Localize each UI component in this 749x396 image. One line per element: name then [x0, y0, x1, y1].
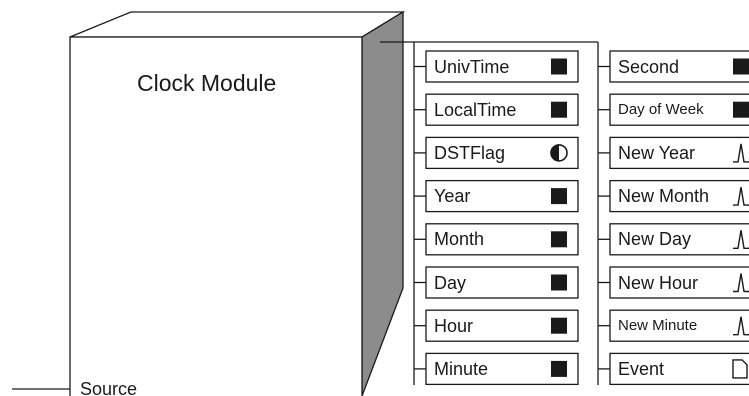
- output-port-box: [609, 93, 749, 126]
- output-port-label: Month: [434, 229, 485, 250]
- output-port-label: New Minute: [618, 316, 698, 334]
- output-port-box: [609, 352, 749, 386]
- module-front-face: [69, 36, 363, 396]
- output-port-label: Hour: [434, 315, 474, 336]
- output-port-box: [609, 266, 749, 299]
- pulse-icon: [733, 273, 749, 293]
- source-input-label: Source: [80, 379, 138, 396]
- half-circle-icon: [550, 144, 568, 162]
- module-title: Clock Module: [137, 70, 277, 96]
- output-port-box: [609, 50, 749, 83]
- output-port-label: New Year: [618, 142, 696, 163]
- output-port-label: Event: [618, 358, 665, 379]
- module-side-face: [361, 10, 404, 396]
- pulse-icon: [733, 143, 749, 163]
- square-icon: [551, 317, 567, 334]
- module-top-face: [69, 11, 406, 38]
- square-icon: [733, 101, 749, 118]
- square-icon: [551, 188, 567, 205]
- output-port-label: Year: [434, 186, 471, 207]
- output-port-box: [609, 136, 749, 170]
- square-icon: [551, 231, 567, 248]
- output-port-label: Day: [434, 272, 467, 293]
- square-icon: [733, 58, 749, 75]
- output-port-label: New Day: [618, 229, 692, 250]
- output-port-label: Day of Week: [618, 100, 704, 118]
- output-port-label: Minute: [434, 358, 489, 379]
- document-icon: [732, 359, 748, 379]
- output-port-label: DSTFlag: [434, 142, 506, 163]
- square-icon: [551, 360, 567, 377]
- output-port-label: New Month: [618, 186, 710, 207]
- square-icon: [551, 274, 567, 291]
- output-port-box: [609, 223, 749, 256]
- square-icon: [551, 58, 567, 75]
- output-ports: [414, 50, 749, 386]
- pulse-icon: [733, 230, 749, 250]
- output-port-box: [609, 309, 749, 342]
- output-port-label: UnivTime: [434, 56, 510, 77]
- output-port-box: [609, 179, 749, 213]
- output-port-label: LocalTime: [434, 99, 517, 120]
- pulse-icon: [733, 186, 749, 206]
- output-port-label: New Hour: [618, 272, 699, 293]
- output-port-label: Second: [618, 56, 680, 77]
- square-icon: [551, 101, 567, 118]
- pulse-icon: [733, 316, 749, 336]
